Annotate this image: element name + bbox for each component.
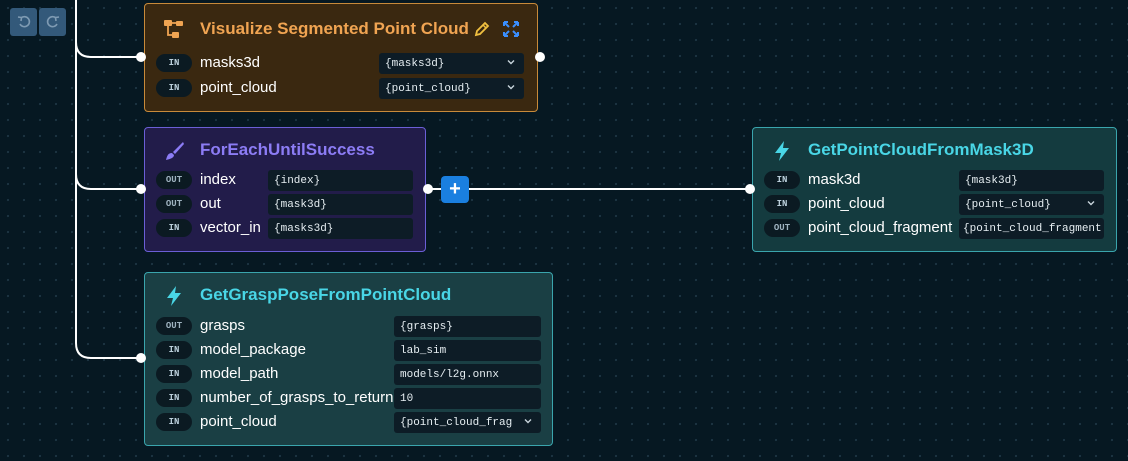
port-value-field[interactable]: lab_sim <box>394 340 541 361</box>
port-label: masks3d <box>200 54 261 71</box>
port-value: {index} <box>274 175 321 187</box>
port-value: {grasps} <box>400 321 453 333</box>
add-node-button[interactable]: + <box>441 176 469 203</box>
node-get-point-cloud-from-mask3d[interactable]: GetPointCloudFromMask3D IN mask3d {mask3… <box>752 127 1117 252</box>
port-value: {mask3d} <box>274 199 327 211</box>
port-value-field[interactable]: {point_cloud_fragment <box>959 218 1104 239</box>
port-label: number_of_grasps_to_return <box>200 389 394 406</box>
port-row-number-of-grasps: IN number_of_grasps_to_return 10 <box>145 387 552 409</box>
chevron-down-icon <box>524 419 532 424</box>
port-direction-badge: IN <box>156 341 192 359</box>
port-direction-badge: IN <box>156 219 192 237</box>
port-value-field[interactable]: models/l2g.onnx <box>394 364 541 385</box>
undo-button[interactable] <box>10 8 37 36</box>
node-header: GetGraspPoseFromPointCloud <box>145 273 552 313</box>
port-value-select[interactable]: {point_cloud_frag <box>394 412 541 433</box>
port-value: lab_sim <box>400 345 447 357</box>
node-header: GetPointCloudFromMask3D <box>753 128 1116 168</box>
port-direction-badge: OUT <box>156 171 192 189</box>
port-direction-badge: IN <box>156 389 192 407</box>
port-value-select[interactable]: {masks3d} <box>379 53 524 74</box>
node-get-grasp-pose-from-point-cloud[interactable]: GetGraspPoseFromPointCloud OUT grasps {g… <box>144 272 553 446</box>
port-value-field[interactable]: {index} <box>268 170 413 191</box>
port-direction-badge: OUT <box>764 219 800 237</box>
node-header: ForEachUntilSuccess <box>145 128 425 168</box>
brush-icon <box>166 142 184 160</box>
port-value-field[interactable]: {grasps} <box>394 316 541 337</box>
port-value-select[interactable]: {point_cloud} <box>379 78 524 99</box>
graph-nodes-icon <box>164 20 183 38</box>
port-value: {point_cloud} <box>965 199 1051 211</box>
port-row-point-cloud: IN point_cloud {point_cloud_frag <box>145 411 552 433</box>
port-value-field[interactable]: 10 <box>394 388 541 409</box>
output-handle[interactable] <box>535 52 545 62</box>
port-value-select[interactable]: {point_cloud} <box>959 194 1104 215</box>
port-row-point-cloud-fragment: OUT point_cloud_fragment {point_cloud_fr… <box>753 217 1116 239</box>
chevron-down-icon <box>1087 201 1095 206</box>
port-direction-badge: IN <box>764 171 800 189</box>
port-row-out: OUT out {mask3d} <box>145 193 425 215</box>
port-value: {mask3d} <box>965 175 1018 187</box>
expand-icon[interactable] <box>502 20 520 38</box>
port-value: {masks3d} <box>385 58 445 70</box>
port-row-grasps: OUT grasps {grasps} <box>145 315 552 337</box>
node-visualize-segmented-point-cloud[interactable]: Visualize Segmented Point Cloud IN masks… <box>144 3 538 112</box>
port-value: models/l2g.onnx <box>400 369 500 381</box>
pencil-icon[interactable] <box>473 20 491 38</box>
port-row-masks3d: IN masks3d {masks3d} <box>145 52 537 74</box>
port-label: point_cloud <box>200 413 277 430</box>
input-handle[interactable] <box>136 184 146 194</box>
input-handle[interactable] <box>136 52 146 62</box>
port-direction-badge: IN <box>156 54 192 72</box>
port-direction-badge: OUT <box>156 195 192 213</box>
port-row-mask3d: IN mask3d {mask3d} <box>753 169 1116 191</box>
node-title: ForEachUntilSuccess <box>200 140 375 159</box>
port-direction-badge: OUT <box>156 317 192 335</box>
port-label: point_cloud_fragment <box>808 219 953 236</box>
redo-icon <box>46 15 59 28</box>
port-value: {point_cloud_frag <box>400 417 513 429</box>
history-controls <box>10 8 66 36</box>
port-direction-badge: IN <box>156 413 192 431</box>
port-direction-badge: IN <box>156 365 192 383</box>
node-header: Visualize Segmented Point Cloud <box>145 4 537 44</box>
input-handle[interactable] <box>745 184 755 194</box>
output-handle[interactable] <box>423 184 433 194</box>
port-row-vector-in: IN vector_in {masks3d} <box>145 217 425 239</box>
node-title: GetPointCloudFromMask3D <box>808 140 1034 159</box>
port-label: grasps <box>200 317 246 334</box>
port-direction-badge: IN <box>764 195 800 213</box>
input-handle[interactable] <box>136 353 146 363</box>
port-row-point-cloud: IN point_cloud {point_cloud} <box>145 77 537 99</box>
port-label: vector_in <box>200 219 261 236</box>
port-row-model-package: IN model_package lab_sim <box>145 339 552 361</box>
port-value-field[interactable]: {mask3d} <box>268 194 413 215</box>
port-value: 10 <box>400 393 414 405</box>
port-value: {masks3d} <box>274 223 334 235</box>
port-row-index: OUT index {index} <box>145 169 425 191</box>
redo-button[interactable] <box>39 8 66 36</box>
undo-icon <box>17 15 30 28</box>
chevron-down-icon <box>507 60 515 65</box>
port-label: out <box>200 195 221 212</box>
node-title: GetGraspPoseFromPointCloud <box>200 285 452 304</box>
node-title: Visualize Segmented Point Cloud <box>200 19 469 38</box>
port-label: model_package <box>200 341 306 358</box>
node-foreach-until-success[interactable]: ForEachUntilSuccess OUT index {index} OU… <box>144 127 426 252</box>
port-label: point_cloud <box>200 79 277 96</box>
port-value-field[interactable]: {mask3d} <box>959 170 1104 191</box>
port-label: point_cloud <box>808 195 885 212</box>
port-value: {point_cloud} <box>385 83 471 95</box>
port-label: model_path <box>200 365 279 382</box>
port-value-field[interactable]: {masks3d} <box>268 218 413 239</box>
chevron-down-icon <box>507 85 515 90</box>
port-direction-badge: IN <box>156 79 192 97</box>
lightning-icon <box>167 286 181 306</box>
port-row-point-cloud: IN point_cloud {point_cloud} <box>753 193 1116 215</box>
port-label: mask3d <box>808 171 861 188</box>
port-row-model-path: IN model_path models/l2g.onnx <box>145 363 552 385</box>
lightning-icon <box>775 141 789 161</box>
port-label: index <box>200 171 236 188</box>
port-value: {point_cloud_fragment <box>963 223 1102 235</box>
